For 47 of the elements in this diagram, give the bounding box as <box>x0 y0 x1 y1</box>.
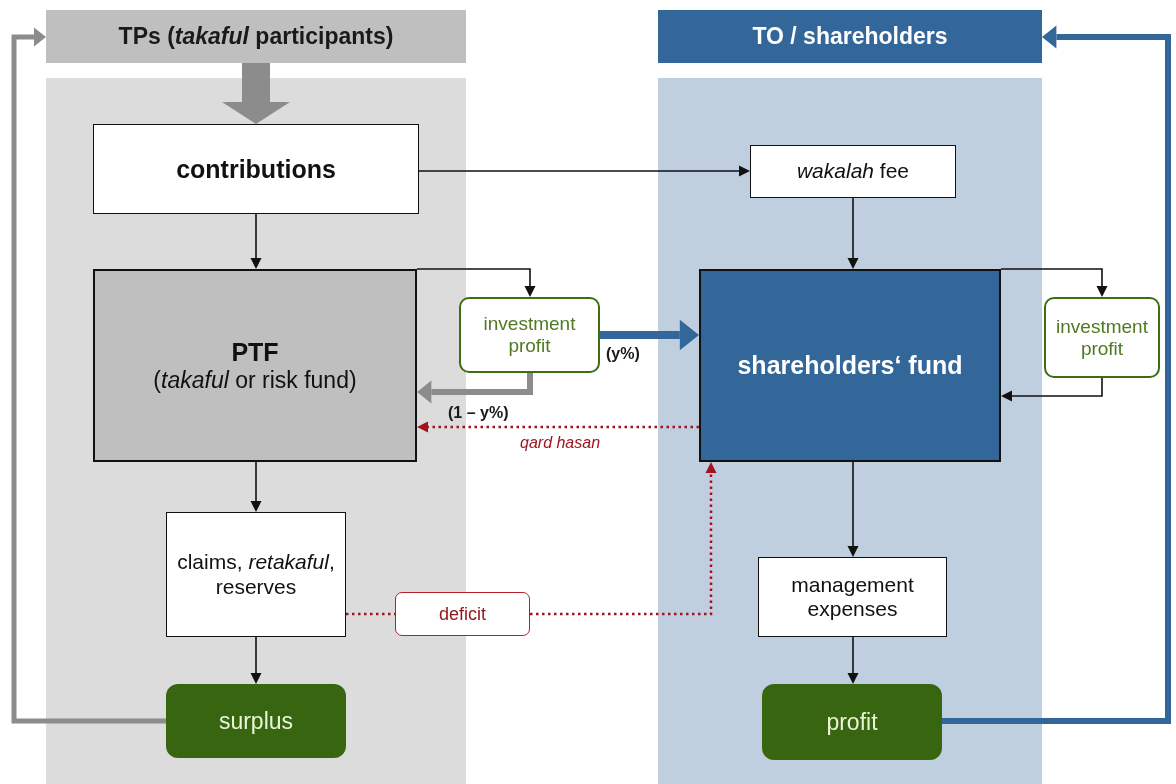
arrow <box>1000 268 1108 297</box>
process-box <box>166 512 346 637</box>
process-box <box>750 145 956 198</box>
edge-label: (1 – y%) <box>448 404 509 422</box>
arrow <box>250 636 262 684</box>
result-box <box>762 684 942 760</box>
arrow <box>417 421 699 433</box>
box-label: deficit <box>438 603 487 625</box>
box-label: claims, retakaful, reserves <box>176 550 336 599</box>
arrow <box>847 461 859 557</box>
arrow <box>11 27 166 724</box>
edge-label: qard hasan <box>520 434 601 452</box>
edge-label: (y%) <box>606 345 640 363</box>
box-label: contributions <box>175 154 337 184</box>
box-label: investment profit <box>482 313 577 357</box>
fund-box <box>93 269 417 462</box>
arrow <box>250 213 262 269</box>
result-box <box>166 684 346 758</box>
arrow <box>847 636 859 684</box>
box-label: profit <box>825 708 879 736</box>
box-label: surplus <box>217 707 295 735</box>
arrow <box>600 319 699 351</box>
arrow <box>416 268 536 297</box>
box-label: management expenses <box>790 572 915 622</box>
rounded-box <box>459 297 600 373</box>
rounded-box <box>395 592 530 636</box>
fund-title: PTF <box>230 337 280 367</box>
arrow <box>530 462 717 616</box>
header-text: TO / shareholders <box>751 23 949 50</box>
box-label: investment profit <box>1055 315 1149 360</box>
process-box <box>93 124 419 214</box>
fund-box <box>699 269 1001 462</box>
arrow <box>418 165 750 177</box>
rounded-box <box>1044 297 1160 378</box>
box-label: shareholders‘ fund <box>736 351 964 380</box>
arrow <box>250 461 262 512</box>
box-label: wakalah fee <box>795 159 911 184</box>
arrow <box>417 373 533 404</box>
process-box <box>758 557 947 637</box>
arrow <box>1001 377 1103 402</box>
connector-line <box>346 612 395 616</box>
arrow <box>942 25 1171 724</box>
column-header <box>46 10 466 63</box>
header-text: TPs (takaful participants) <box>117 23 395 50</box>
arrow <box>847 197 859 269</box>
fund-subtitle: (takaful or risk fund) <box>152 366 358 394</box>
column-header <box>658 10 1042 63</box>
